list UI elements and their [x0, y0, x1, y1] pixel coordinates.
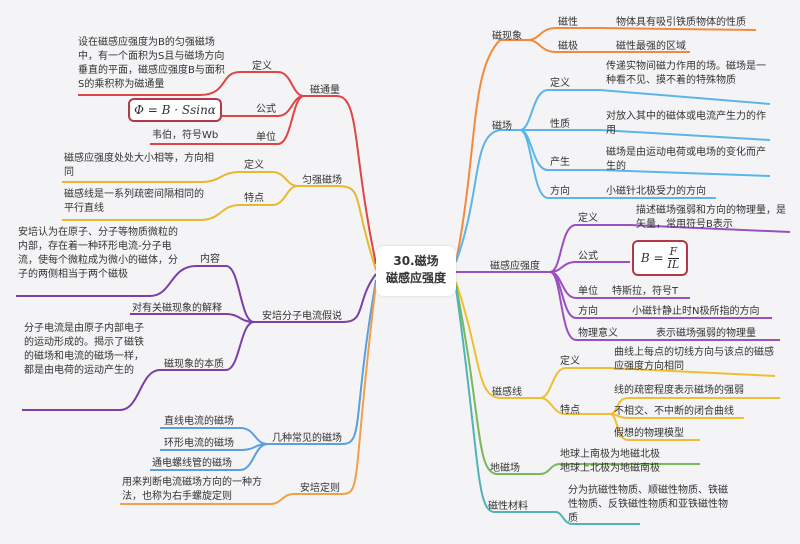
node-anpei[interactable]: 安培分子电流假说	[262, 311, 342, 322]
node-anpei-jieshi[interactable]: 对有关磁现象的解释	[132, 303, 222, 314]
node-ganxian-tedian-item-3[interactable]: 假想的物理模型	[614, 428, 684, 439]
node-ganying-yiyi[interactable]: 物理意义	[578, 328, 618, 339]
branch-citongliang	[78, 71, 377, 265]
node-citongliang-danwei-desc[interactable]: 韦伯，符号Wb	[152, 130, 219, 141]
node-cixianxiang[interactable]: 磁现象	[492, 31, 522, 42]
node-cailiao-desc[interactable]: 分为抗磁性物质、顺磁性物质、铁磁性物质、反铁磁性物质和亚铁磁性物质	[568, 485, 728, 524]
node-yunqiang-tedian-desc[interactable]: 磁感线是一系列疏密间隔相同的平行直线	[64, 189, 204, 214]
node-citongliang[interactable]: 磁通量	[310, 85, 340, 96]
branch-anpei	[16, 265, 377, 411]
node-ciji[interactable]: 磁极	[558, 41, 578, 52]
node-cailiao[interactable]: 磁性材料	[488, 501, 528, 512]
central-topic-line2: 磁感应强度	[385, 271, 446, 285]
node-ganying-fangxiang[interactable]: 方向	[578, 306, 598, 317]
formula-denominator: IL	[667, 258, 680, 271]
central-topic[interactable]: 30.磁场 磁感应强度	[376, 246, 456, 296]
node-cixing-desc[interactable]: 物体具有吸引铁质物体的性质	[616, 17, 746, 28]
node-ganying-gongshi[interactable]: 公式	[578, 251, 598, 262]
node-cichang-chansheng-desc[interactable]: 磁场是由运动电荷或电场的变化而产生的	[606, 147, 766, 172]
node-ganying-yiyi-desc[interactable]: 表示磁场强弱的物理量	[656, 328, 756, 339]
node-dingze[interactable]: 安培定则	[300, 483, 340, 494]
node-anpei-neirong[interactable]: 内容	[200, 254, 220, 265]
node-citongliang-gongshi[interactable]: 公式	[256, 104, 276, 115]
node-dingze-desc[interactable]: 用来判断电流磁场方向的一种方法，也称为右手螺旋定则	[122, 477, 262, 502]
node-cichang-xingzhi[interactable]: 性质	[550, 119, 570, 130]
branch-dicichang	[455, 284, 700, 475]
formula-lhs: B =	[640, 251, 664, 265]
node-ganxian[interactable]: 磁感线	[492, 387, 522, 398]
node-yunqiang[interactable]: 匀强磁场	[302, 175, 342, 186]
node-ganying-dingyi-desc[interactable]: 描述磁场强弱和方向的物理量，是矢量，常用符号B表示	[636, 205, 786, 230]
node-changjian[interactable]: 几种常见的磁场	[272, 433, 342, 444]
node-ciji-desc[interactable]: 磁性最强的区域	[616, 41, 686, 52]
node-cichang-fangxiang-desc[interactable]: 小磁针北极受力的方向	[606, 186, 706, 197]
node-cichang-xingzhi-desc[interactable]: 对放入其中的磁体或电流产生力的作用	[606, 111, 766, 136]
node-ganxian-dingyi-desc[interactable]: 曲线上每点的切线方向与该点的磁感应强度方向相同	[614, 347, 774, 372]
formula-phi[interactable]: Φ = B · Ssinα	[128, 98, 222, 122]
node-anpei-benzhi[interactable]: 磁现象的本质	[164, 359, 224, 370]
central-topic-line1: 30.磁场	[393, 254, 439, 268]
node-cichang[interactable]: 磁场	[492, 121, 512, 132]
node-changjian-item-1[interactable]: 直线电流的磁场	[164, 416, 234, 427]
node-cichang-dingyi[interactable]: 定义	[550, 78, 570, 89]
branch-cailiao	[455, 287, 640, 525]
branch-yunqiang	[62, 171, 377, 271]
node-ganxian-tedian[interactable]: 特点	[560, 405, 580, 416]
node-ganying-danwei[interactable]: 单位	[578, 286, 598, 297]
node-cichang-fangxiang[interactable]: 方向	[550, 186, 570, 197]
branch-dingze	[120, 283, 377, 505]
node-yunqiang-dingyi-desc[interactable]: 磁感应强度处处大小相等，方向相同	[64, 153, 214, 178]
node-changjian-item-3[interactable]: 通电螺线管的磁场	[152, 458, 232, 469]
branch-cixianxiang	[455, 27, 757, 263]
node-ganying-dingyi[interactable]: 定义	[578, 213, 598, 224]
node-dicichang-line2[interactable]: 地球上北极为地磁南极	[560, 463, 660, 474]
node-ganying-danwei-desc[interactable]: 特斯拉，符号T	[612, 286, 679, 297]
node-cixing[interactable]: 磁性	[558, 17, 578, 28]
node-ganxian-tedian-item-1[interactable]: 线的疏密程度表示磁场的强弱	[614, 385, 744, 396]
node-ganxian-tedian-item-2[interactable]: 不相交、不中断的闭合曲线	[614, 406, 734, 417]
branch-cichang	[455, 89, 771, 263]
node-cichang-dingyi-desc[interactable]: 传递实物间磁力作用的场。磁场是一种看不见、摸不着的特殊物质	[606, 61, 766, 86]
node-anpei-neirong-desc[interactable]: 安培认为在原子、分子等物质微粒的内部，存在着一种环形电流-分子电流，使每个微粒成…	[18, 227, 178, 280]
branch-ganying	[456, 224, 791, 341]
node-ganying-fangxiang-desc[interactable]: 小磁针静止时N极所指的方向	[632, 306, 760, 317]
node-citongliang-dingyi-desc[interactable]: 设在磁感应强度为B的匀强磁场中，有一个面积为S且与磁场方向垂直的平面，磁感应强度…	[78, 37, 225, 90]
node-dicichang[interactable]: 地磁场	[490, 463, 520, 474]
branch-changjian	[150, 279, 377, 471]
formula-numerator: F	[667, 246, 680, 259]
node-yunqiang-dingyi[interactable]: 定义	[244, 160, 264, 171]
node-changjian-item-2[interactable]: 环形电流的磁场	[164, 438, 234, 449]
node-ganxian-dingyi[interactable]: 定义	[560, 356, 580, 367]
node-yunqiang-tedian[interactable]: 特点	[244, 193, 264, 204]
node-anpei-benzhi-desc[interactable]: 分子电流是由原子内部电子的运动形成的。揭示了磁铁的磁场和电流的磁场一样，都是由电…	[24, 323, 144, 376]
node-cichang-chansheng[interactable]: 产生	[550, 157, 570, 168]
node-citongliang-dingyi[interactable]: 定义	[252, 61, 272, 72]
branch-ganxian	[455, 281, 780, 441]
node-dicichang-line1[interactable]: 地球上南极为地磁北极	[560, 449, 660, 460]
node-ganying[interactable]: 磁感应强度	[490, 261, 540, 272]
node-citongliang-danwei[interactable]: 单位	[256, 132, 276, 143]
